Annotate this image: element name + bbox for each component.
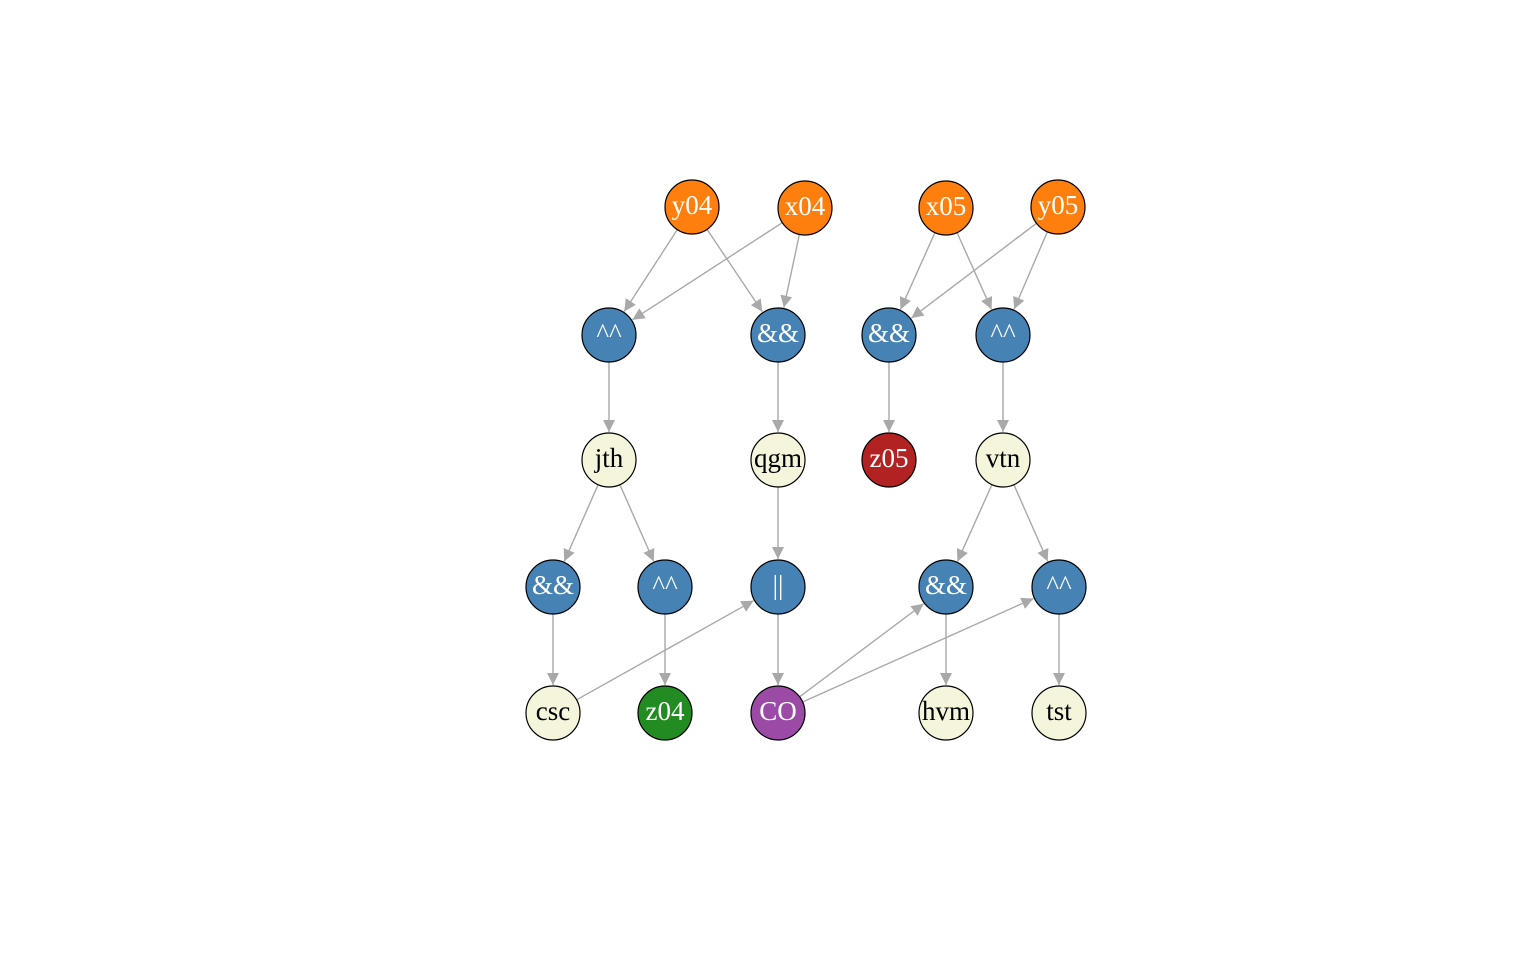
edge-layer [547, 222, 1065, 703]
node-label-g_and_csc: && [532, 570, 574, 600]
node-circle-g_xor_z04 [637, 559, 693, 615]
node-circle-g_and_csc [525, 559, 581, 615]
node-circle-g_xor05 [975, 307, 1031, 363]
node-label-g_and05: && [868, 318, 910, 348]
edge-y04-to-g_xor04 [623, 229, 678, 312]
node-qgm: qgm [750, 432, 806, 488]
edge-co-to-g_xor_tst [802, 597, 1034, 703]
node-circle-co [750, 685, 806, 741]
node-circle-y05 [1030, 179, 1086, 235]
node-circle-g_and05 [861, 307, 917, 363]
edge-x04-to-g_and04 [780, 234, 801, 308]
edge-vtn-to-g_xor_tst [1013, 484, 1049, 562]
node-label-x04: x04 [785, 191, 826, 221]
node-g_or_co: || [750, 559, 806, 615]
node-label-y04: y04 [672, 190, 713, 220]
node-g_and04: && [750, 307, 806, 363]
node-label-vtn: vtn [986, 443, 1021, 473]
node-y05: y05 [1030, 179, 1086, 235]
node-circle-g_xor04 [581, 307, 637, 363]
node-label-g_xor_tst: ^^ [1046, 570, 1072, 600]
node-label-qgm: qgm [754, 443, 802, 473]
node-label-x05: x05 [926, 191, 967, 221]
node-label-g_xor_z04: ^^ [652, 570, 678, 600]
node-circle-g_or_co [750, 559, 806, 615]
node-circle-qgm [750, 432, 806, 488]
edge-csc-to-g_or_co [576, 600, 754, 701]
node-circle-hvm [918, 685, 974, 741]
node-layer: y04 x04 x05 y05 ^^ && && ^^ jth qgm z05 vtn && ^^ || &&… [525, 179, 1087, 741]
edge-x04-to-g_xor04 [632, 222, 783, 321]
edge-y05-to-g_and05 [910, 222, 1037, 319]
node-label-g_xor04: ^^ [596, 318, 622, 348]
node-g_xor04: ^^ [581, 307, 637, 363]
edge-y04-to-g_and04 [706, 229, 763, 313]
node-label-z05: z05 [870, 443, 909, 473]
node-label-tst: tst [1046, 696, 1072, 726]
node-circle-csc [525, 685, 581, 741]
node-circle-x04 [777, 180, 833, 236]
edge-y05-to-g_xor05 [1013, 231, 1048, 310]
node-z04: z04 [637, 685, 693, 741]
node-label-jth: jth [594, 443, 624, 473]
node-label-g_xor05: ^^ [990, 318, 1016, 348]
node-circle-z04 [637, 685, 693, 741]
node-y04: y04 [664, 179, 720, 235]
node-co: CO [750, 685, 806, 741]
node-jth: jth [581, 432, 637, 488]
node-z05: z05 [861, 432, 917, 488]
node-csc: csc [525, 685, 581, 741]
node-g_xor05: ^^ [975, 307, 1031, 363]
node-circle-jth [581, 432, 637, 488]
node-g_and_csc: && [525, 559, 581, 615]
node-g_xor_z04: ^^ [637, 559, 693, 615]
node-g_and_hvm: && [918, 559, 974, 615]
node-g_and05: && [861, 307, 917, 363]
node-circle-x05 [918, 180, 974, 236]
node-label-hvm: hvm [922, 696, 970, 726]
node-vtn: vtn [975, 432, 1031, 488]
node-tst: tst [1031, 685, 1087, 741]
edge-x05-to-g_and05 [899, 232, 936, 310]
edge-jth-to-g_and_csc [563, 484, 599, 562]
node-circle-g_xor_tst [1031, 559, 1087, 615]
node-x05: x05 [918, 180, 974, 236]
node-circle-tst [1031, 685, 1087, 741]
node-circle-z05 [861, 432, 917, 488]
node-label-g_or_co: || [773, 570, 784, 600]
node-circle-g_and_hvm [918, 559, 974, 615]
node-x04: x04 [777, 180, 833, 236]
node-label-csc: csc [536, 696, 570, 726]
node-label-g_and_hvm: && [925, 570, 967, 600]
node-label-g_and04: && [757, 318, 799, 348]
node-label-co: CO [759, 696, 797, 726]
node-label-y05: y05 [1038, 190, 1079, 220]
node-g_xor_tst: ^^ [1031, 559, 1087, 615]
edge-co-to-g_and_hvm [799, 603, 925, 698]
edge-vtn-to-g_and_hvm [956, 484, 993, 562]
node-hvm: hvm [918, 685, 974, 741]
node-circle-y04 [664, 179, 720, 235]
edge-jth-to-g_xor_z04 [619, 484, 655, 562]
node-circle-g_and04 [750, 307, 806, 363]
node-label-z04: z04 [646, 696, 685, 726]
node-circle-vtn [975, 432, 1031, 488]
